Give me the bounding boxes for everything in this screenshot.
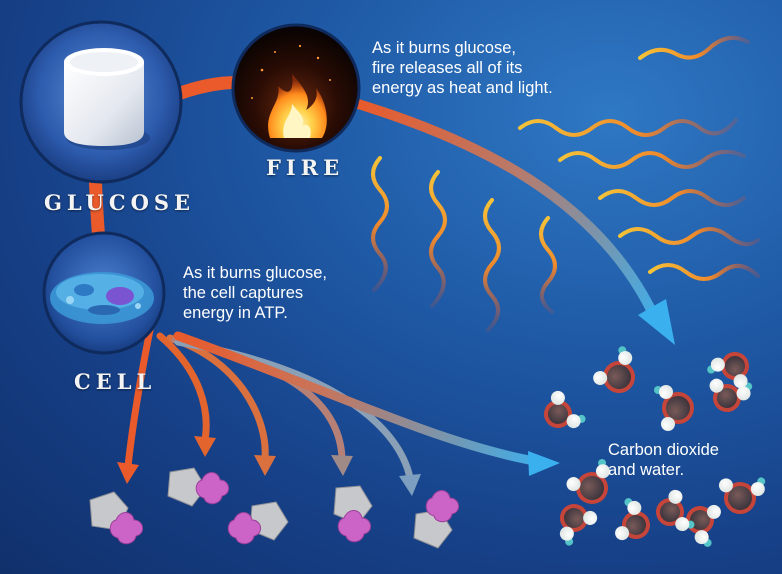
cell-energy-arrows	[124, 326, 545, 482]
water-molecules	[544, 346, 766, 547]
products-caption: Carbon dioxide and water.	[608, 440, 719, 480]
fire-caption-line: fire releases all of its	[372, 59, 523, 77]
cell-caption-line: energy in ATP.	[183, 304, 288, 322]
glucose-label: GLUCOSE	[44, 190, 196, 215]
atp-molecule-icon	[89, 491, 143, 545]
marshmallow-icon	[64, 48, 150, 150]
atp-molecule-icon	[227, 501, 289, 545]
cell-caption: As it burns glucose, the cell captures e…	[183, 263, 327, 323]
cell-caption-line: As it burns glucose,	[183, 264, 327, 282]
atp-molecule-icon	[413, 490, 459, 549]
water-molecule-icon	[718, 477, 766, 514]
atp-molecule-icon	[167, 467, 229, 507]
products-caption-line: Carbon dioxide	[608, 441, 719, 459]
water-molecule-icon	[544, 390, 586, 429]
fire-energy-arrow	[340, 95, 660, 323]
fire-node	[231, 23, 361, 153]
water-molecule-icon	[566, 459, 610, 504]
water-molecule-icon	[593, 346, 635, 393]
fire-caption-line: energy as heat and light.	[372, 79, 553, 97]
cell-caption-line: the cell captures	[183, 284, 304, 302]
flame-icon	[268, 74, 327, 138]
cell-arrowheads	[117, 436, 560, 496]
fire-caption-line: As it burns glucose,	[372, 39, 516, 57]
cell-organelle-icon	[50, 272, 154, 324]
water-molecule-icon	[707, 352, 749, 389]
cell-node	[42, 231, 166, 355]
products-caption-line: and water.	[608, 461, 685, 479]
fire-arrowhead	[638, 299, 675, 345]
water-molecule-icon	[709, 378, 753, 412]
water-molecule-icon	[559, 504, 598, 546]
atp-molecule-icon	[333, 485, 373, 543]
fire-caption: As it burns glucose, fire releases all o…	[372, 38, 553, 98]
water-molecule-icon	[656, 489, 695, 532]
water-molecule-icon	[654, 385, 694, 431]
glucose-node	[19, 20, 183, 184]
fire-label: FIRE	[266, 155, 345, 180]
water-molecule-icon	[615, 498, 650, 541]
heat-wave-icon	[371, 156, 557, 332]
cell-label: CELL	[74, 369, 157, 394]
heat-wave-icon	[518, 35, 760, 281]
